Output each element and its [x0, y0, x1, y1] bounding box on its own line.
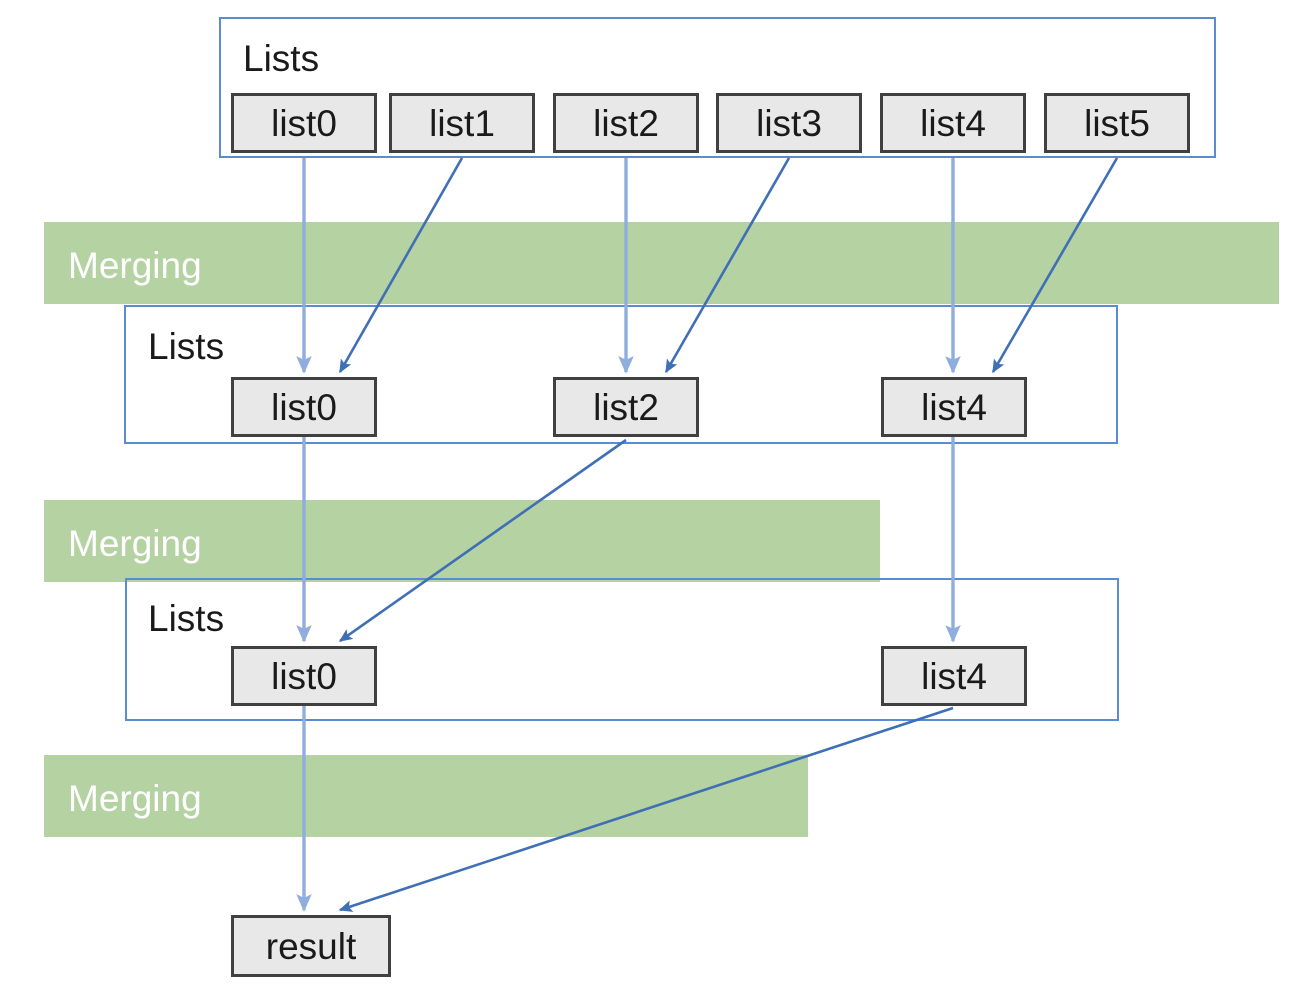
- list-node-list2[interactable]: list2: [553, 377, 699, 437]
- lists-group-label: Lists: [148, 326, 225, 367]
- merging-bar-label: Merging: [68, 778, 202, 819]
- list-node-list0[interactable]: list0: [231, 377, 377, 437]
- list-node-list5[interactable]: list5: [1044, 93, 1190, 153]
- list-node-list1[interactable]: list1: [389, 93, 535, 153]
- lists-group-box: [219, 17, 1216, 158]
- list-node-list0[interactable]: list0: [231, 93, 377, 153]
- merging-bar-label: Merging: [68, 523, 202, 564]
- list-node-list4[interactable]: list4: [881, 646, 1027, 706]
- result-node[interactable]: result: [231, 915, 391, 977]
- lists-group-label: Lists: [243, 38, 320, 79]
- merging-bar-label: Merging: [68, 245, 202, 286]
- merging-bar: [44, 222, 1279, 304]
- list-node-list4[interactable]: list4: [880, 93, 1026, 153]
- list-node-list4[interactable]: list4: [881, 377, 1027, 437]
- lists-group-label: Lists: [148, 598, 225, 639]
- list-node-list2[interactable]: list2: [553, 93, 699, 153]
- list-node-list0[interactable]: list0: [231, 646, 377, 706]
- list-node-list3[interactable]: list3: [716, 93, 862, 153]
